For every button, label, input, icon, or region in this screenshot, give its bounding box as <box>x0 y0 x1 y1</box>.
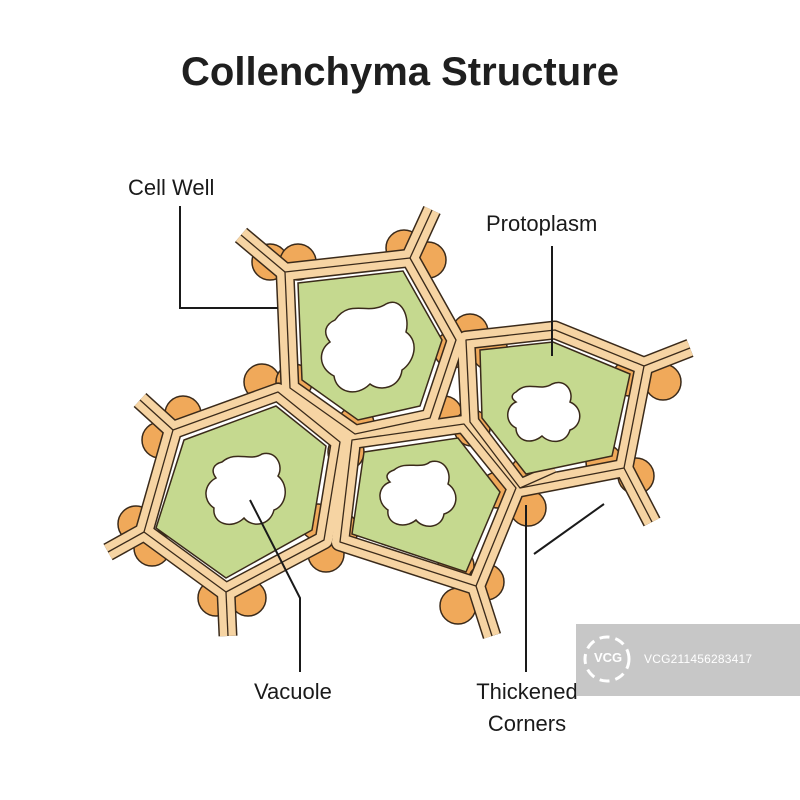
diagram-title: Collenchyma Structure <box>181 50 619 94</box>
thickened-corners-label: Thickened Corners <box>452 676 602 740</box>
leader-lines <box>179 206 605 672</box>
watermark: VCG VCG211456283417 <box>576 624 800 696</box>
watermark-id: VCG211456283417 <box>644 652 753 666</box>
thickened-corners-label-line1: Thickened <box>476 679 578 704</box>
protoplasm-label: Protoplasm <box>486 211 598 236</box>
vacuole-leader <box>249 499 301 672</box>
watermark-logo-icon <box>583 635 631 683</box>
cell-wall-leader <box>179 206 278 309</box>
vacuole <box>205 452 286 526</box>
cell-wall-label: Cell Well <box>128 175 215 200</box>
vacuole <box>379 460 457 527</box>
vacuoles <box>205 301 581 527</box>
vacuole-label: Vacuole <box>254 679 332 704</box>
vacuole <box>507 381 581 443</box>
vacuole <box>320 301 415 393</box>
thickened-corners-label-line2: Corners <box>487 711 567 736</box>
cell-walls <box>103 206 694 639</box>
thickened-corners-leader-branch <box>533 503 605 555</box>
watermark-brand: VCG <box>594 650 623 665</box>
